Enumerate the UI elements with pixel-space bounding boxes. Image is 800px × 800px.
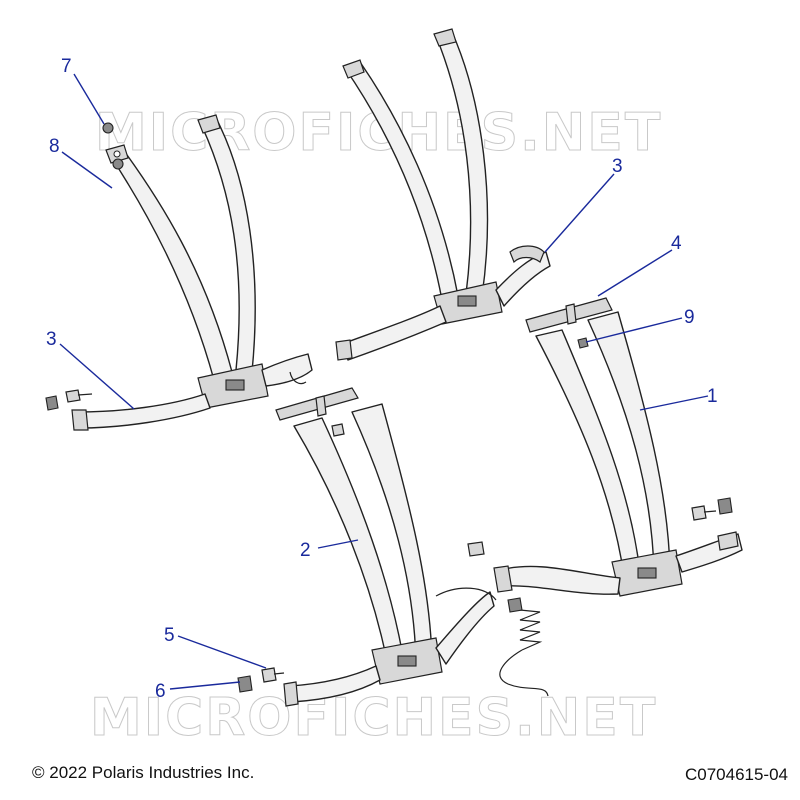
callout-3-right: 3 [612, 156, 623, 177]
leader-2 [317, 539, 359, 549]
callout-7: 7 [61, 56, 72, 77]
callout-6: 6 [155, 681, 166, 702]
cable-spring [499, 597, 549, 697]
callout-3-left: 3 [46, 329, 57, 350]
callout-2: 2 [300, 540, 311, 561]
callout-1: 1 [707, 386, 718, 407]
harness-lower-right [493, 297, 743, 597]
hardware-upper-left [45, 122, 124, 411]
leader-9 [585, 317, 683, 343]
callout-8: 8 [49, 136, 60, 157]
harness-upper-middle [335, 28, 551, 361]
leader-8 [61, 151, 113, 189]
callout-9: 9 [684, 307, 695, 328]
leader-3-right [544, 173, 615, 253]
hardware-items-5-6 [237, 667, 285, 693]
watermark-bottom: MICROFICHES.NET [90, 688, 657, 748]
copyright-notice: © 2022 Polaris Industries Inc. [32, 763, 255, 782]
leader-4 [597, 249, 673, 297]
callout-4: 4 [671, 233, 682, 254]
leader-1 [639, 395, 709, 411]
leader-5 [177, 635, 267, 669]
leader-7 [73, 73, 105, 125]
figure-id: C0704615-04 [684, 765, 788, 784]
callout-5: 5 [164, 625, 175, 646]
leader-6 [169, 681, 241, 690]
hardware-lower-right [691, 497, 733, 521]
harness-upper-left [71, 114, 313, 431]
leader-3-left [59, 343, 135, 410]
harness-lower-middle [275, 387, 497, 707]
